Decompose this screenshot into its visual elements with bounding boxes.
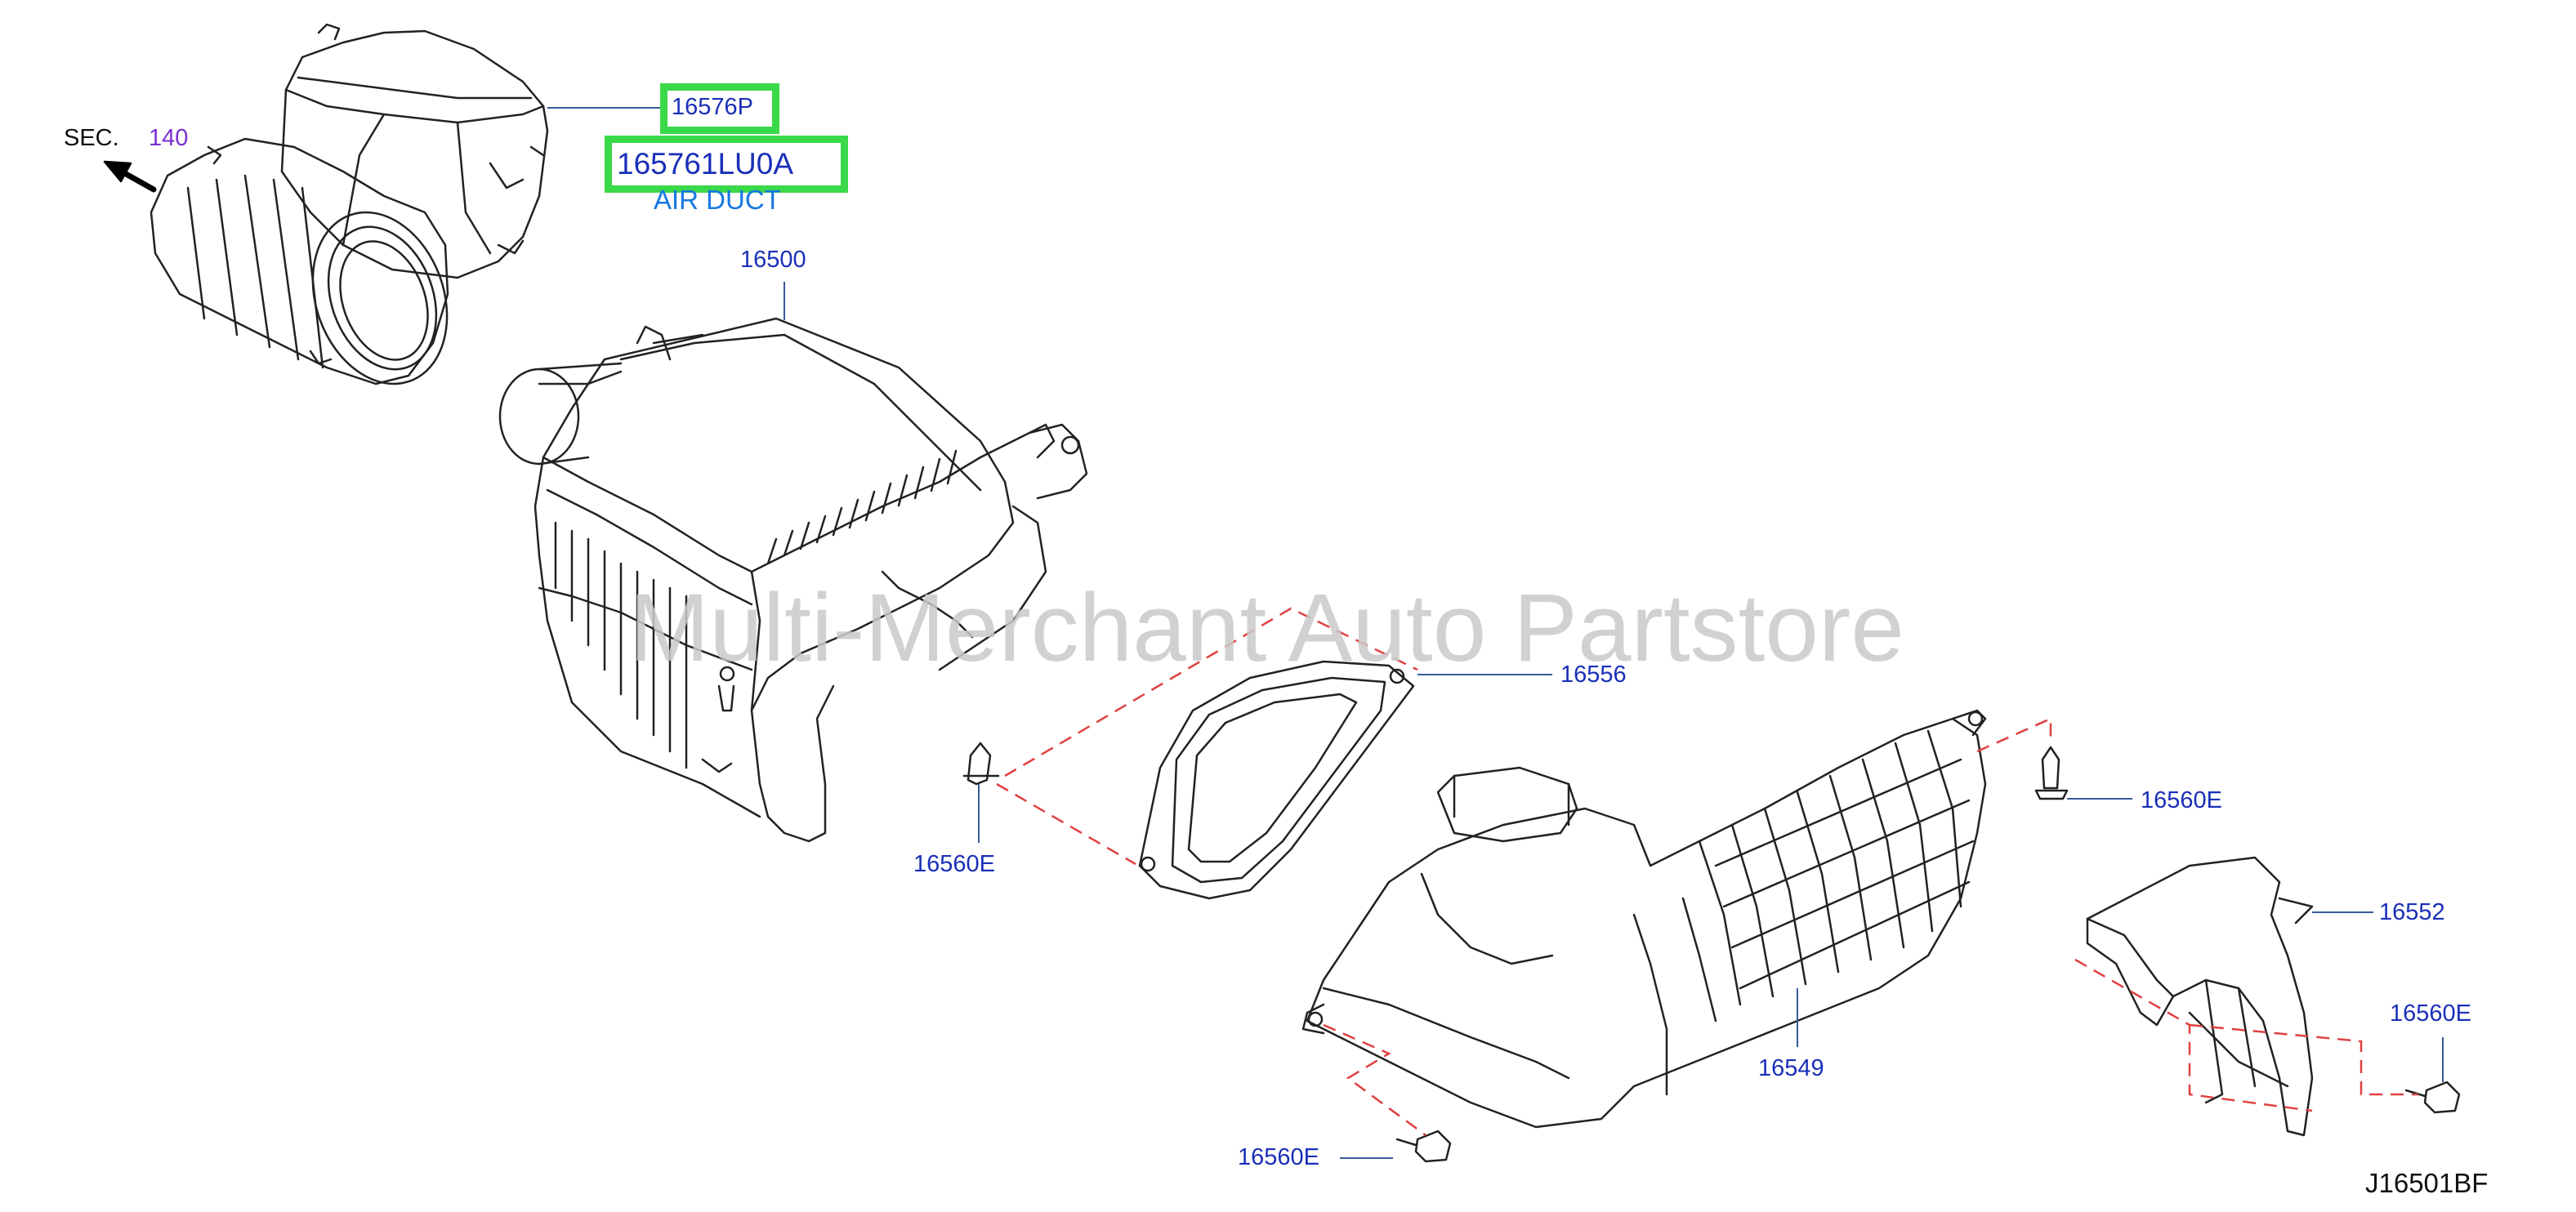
seal-16556-drawing <box>1138 660 1415 900</box>
part-label-16560E-bottom[interactable]: 16560E <box>1238 1144 1319 1170</box>
part-number-16576P: 16576P <box>672 94 753 120</box>
section-number[interactable]: 140 <box>149 125 189 151</box>
section-prefix: SEC. <box>64 125 119 151</box>
part-label-16500[interactable]: 16500 <box>740 247 806 273</box>
part-label-16560E-upper-right[interactable]: 16560E <box>2141 787 2222 813</box>
part-label-16549[interactable]: 16549 <box>1758 1055 1824 1081</box>
highlight-box-165761LU0A[interactable]: 165761LU0A <box>605 136 848 193</box>
part-number-165761LU0A: 165761LU0A <box>617 147 794 180</box>
leader-lines <box>547 107 2444 1159</box>
part-label-16552[interactable]: 16552 <box>2379 899 2445 925</box>
part-label-16560E-right[interactable]: 16560E <box>2390 1000 2471 1027</box>
part-label-16556[interactable]: 16556 <box>1560 662 1627 688</box>
part-label-16560E-left[interactable]: 16560E <box>913 851 995 877</box>
watermark: Multi-Merchant Auto Partstore <box>629 574 1904 682</box>
clips-drawing <box>962 742 2461 1163</box>
part-description: AIR DUCT <box>654 185 781 215</box>
air-duct-drawing <box>150 23 549 385</box>
air-cleaner-drawing <box>498 317 1088 843</box>
bracket-16552-drawing <box>2086 856 2314 1137</box>
diagram-code: J16501BF <box>2365 1168 2489 1198</box>
dashed-assembly-lines <box>996 607 2418 1137</box>
resonator-drawing <box>1301 709 1987 1129</box>
highlight-box-16576P[interactable]: 16576P <box>660 83 779 134</box>
